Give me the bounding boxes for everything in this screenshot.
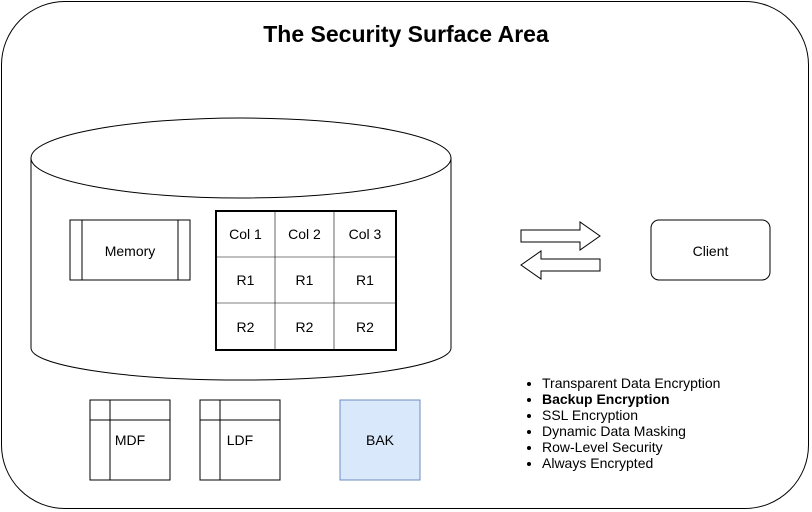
ldf-file-shape bbox=[199, 399, 281, 481]
client-label: Client bbox=[692, 243, 729, 259]
ldf-label: LDF bbox=[226, 432, 254, 448]
table-cell: R1 bbox=[236, 272, 255, 288]
feature-item: Transparent Data Encryption bbox=[542, 375, 720, 391]
feature-item: SSL Encryption bbox=[542, 407, 720, 423]
memory-label: Memory bbox=[104, 243, 156, 259]
table-header-cell: Col 3 bbox=[348, 226, 382, 242]
table-cell: R2 bbox=[295, 318, 314, 335]
bak-file-shape bbox=[339, 399, 421, 481]
feature-item: Dynamic Data Masking bbox=[542, 423, 720, 439]
feature-item: Backup Encryption bbox=[542, 391, 720, 407]
arrow-right-icon bbox=[520, 221, 601, 251]
security-features-list: Transparent Data Encryption Backup Encry… bbox=[510, 375, 720, 471]
table-header-cell: Col 2 bbox=[288, 226, 321, 242]
mdf-file-shape bbox=[89, 399, 171, 481]
table-header-cell: Col 1 bbox=[229, 226, 262, 242]
mdf-label: MDF bbox=[114, 432, 146, 448]
table-cell: R2 bbox=[356, 318, 374, 335]
table-cell: R1 bbox=[295, 272, 314, 288]
diagram-title: The Security Surface Area bbox=[263, 21, 549, 47]
table-cell: R2 bbox=[236, 318, 255, 335]
bak-label: BAK bbox=[365, 432, 394, 448]
feature-item: Always Encrypted bbox=[542, 455, 720, 471]
data-table bbox=[215, 210, 397, 351]
feature-item: Row-Level Security bbox=[542, 439, 720, 455]
client-box bbox=[650, 219, 771, 281]
memory-box bbox=[69, 219, 191, 281]
table-cell: R1 bbox=[356, 272, 374, 288]
arrow-left-icon bbox=[520, 250, 601, 280]
